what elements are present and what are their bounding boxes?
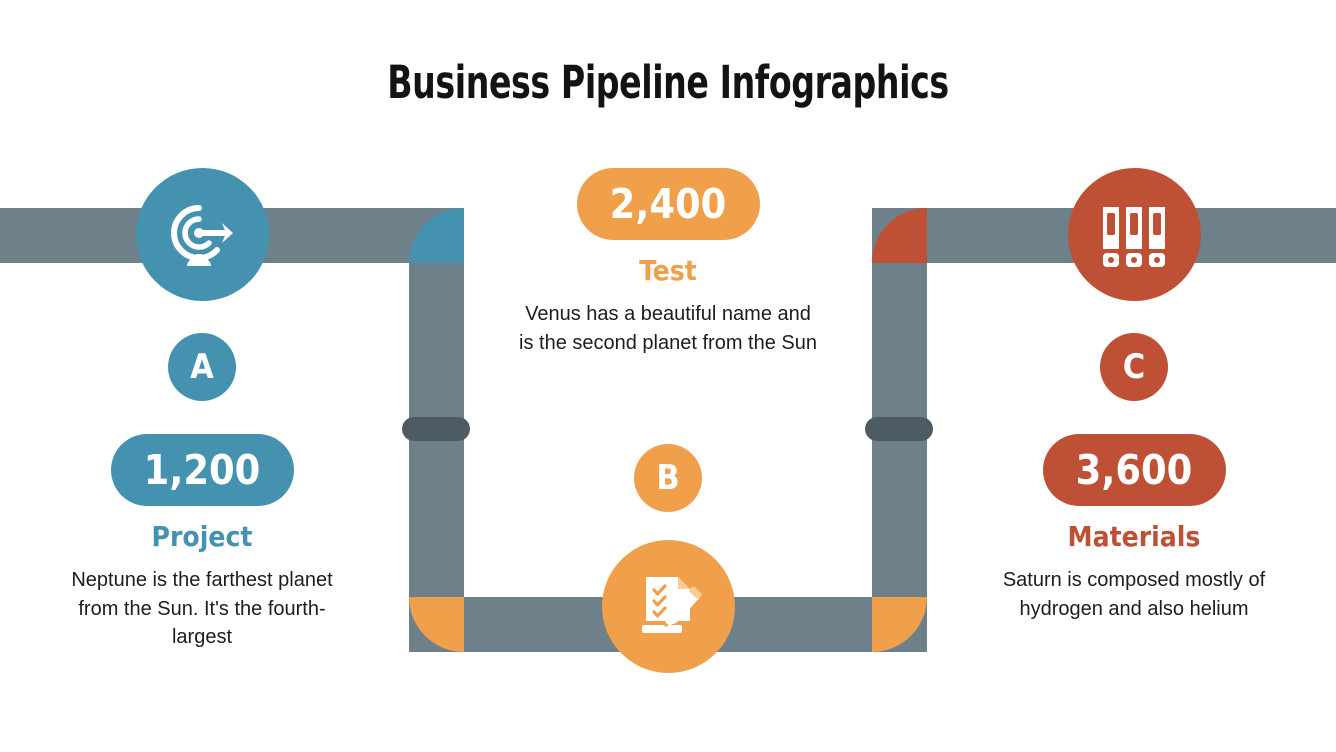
body-project: Neptune is the farthest planet from the … bbox=[71, 568, 333, 649]
letter-badge-c: C bbox=[1100, 333, 1168, 401]
heading-test: Test bbox=[639, 254, 697, 287]
column-project: A 1,200 Project Neptune is the farthest … bbox=[52, 168, 352, 652]
value-pill-project: 1,200 bbox=[110, 434, 294, 506]
pipe-elbow-top-right bbox=[872, 208, 927, 263]
page-title: Business Pipeline Infographics bbox=[387, 56, 949, 109]
target-arrow-icon bbox=[135, 168, 269, 301]
column-test-lower: B bbox=[518, 444, 818, 673]
pipe-elbow-bottom-left bbox=[409, 597, 464, 652]
pipe-collar-right bbox=[865, 417, 933, 441]
binders-icon bbox=[1067, 168, 1201, 301]
heading-project: Project bbox=[151, 520, 253, 553]
value-pill-materials: 3,600 bbox=[1042, 434, 1226, 506]
column-materials: C 3,600 Materials Saturn is composed mos… bbox=[984, 168, 1284, 623]
pipe-elbow-top-left bbox=[409, 208, 464, 263]
column-test: 2,400 Test Venus has a beautiful name an… bbox=[518, 168, 818, 357]
heading-materials: Materials bbox=[1067, 520, 1201, 553]
pipe-collar-left bbox=[402, 417, 470, 441]
letter-badge-a: A bbox=[168, 333, 236, 401]
body-test: Venus has a beautiful name and is the se… bbox=[519, 302, 817, 354]
letter-badge-b: B bbox=[634, 444, 702, 512]
checklist-pencil-icon bbox=[601, 540, 735, 673]
body-materials: Saturn is composed mostly of hydrogen an… bbox=[1002, 568, 1266, 620]
value-pill-test: 2,400 bbox=[576, 168, 760, 240]
pipe-elbow-bottom-right bbox=[872, 597, 927, 652]
